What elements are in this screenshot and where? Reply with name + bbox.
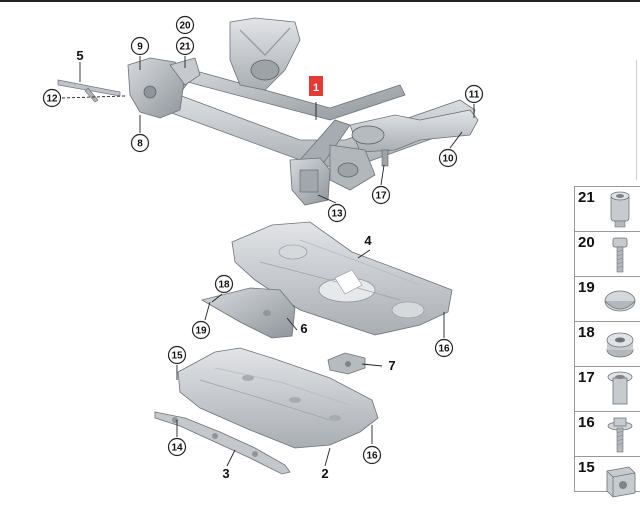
callout-number: 20 xyxy=(179,21,191,32)
part-label-l4[interactable]: 4 xyxy=(364,233,372,248)
callout-circle xyxy=(327,203,347,223)
callout-c15[interactable]: 15 xyxy=(167,345,187,365)
callout-number: 10 xyxy=(442,154,454,165)
parts-legend: 21 20 19 18 17 xyxy=(574,186,640,498)
callout-number: 16 xyxy=(438,344,450,355)
callout-number: 21 xyxy=(179,42,191,53)
part-label-l2[interactable]: 2 xyxy=(321,466,328,481)
callout-c21[interactable]: 21 xyxy=(175,36,195,56)
callout-c18[interactable]: 18 xyxy=(214,274,234,294)
callout-number: 19 xyxy=(195,326,207,337)
legend-number: 16 xyxy=(578,414,595,431)
callout-c17[interactable]: 17 xyxy=(371,185,391,205)
callout-number: 9 xyxy=(137,42,143,53)
callout-c20[interactable]: 20 xyxy=(175,15,195,35)
legend-item[interactable]: 21 xyxy=(575,187,640,232)
sleeve-nut-icon xyxy=(610,191,630,228)
legend-item[interactable]: 16 xyxy=(575,412,640,457)
callout-number: 11 xyxy=(469,90,480,101)
callout-circle xyxy=(130,133,150,153)
legend-item[interactable]: 17 xyxy=(575,367,640,412)
callout-circle xyxy=(167,345,187,365)
callout-c19[interactable]: 19 xyxy=(191,320,211,340)
clip-nut-icon xyxy=(606,466,636,498)
leader-lines xyxy=(61,56,475,467)
legend-number: 15 xyxy=(578,459,595,476)
callout-number: 16 xyxy=(366,451,378,462)
part-3-clip-rail[interactable] xyxy=(154,411,291,475)
callout-number: 13 xyxy=(331,209,343,220)
callout-c14[interactable]: 14 xyxy=(167,437,187,457)
callout-number: 14 xyxy=(171,443,183,454)
callout-circle xyxy=(434,338,454,358)
part-4-shield[interactable] xyxy=(231,221,453,336)
right-border xyxy=(636,60,637,180)
legend-number: 18 xyxy=(578,324,595,341)
callout-circle xyxy=(175,36,195,56)
callout-c9[interactable]: 9 xyxy=(130,36,150,56)
callout-number: 12 xyxy=(46,94,58,105)
callout-c10[interactable]: 10 xyxy=(438,148,458,168)
callout-circle xyxy=(175,15,195,35)
bushing-icon xyxy=(606,332,634,358)
part-5-rod[interactable] xyxy=(57,79,121,103)
callout-number: 15 xyxy=(171,351,183,362)
mushroom-cap-icon xyxy=(604,290,636,312)
legend-number: 17 xyxy=(578,369,595,386)
callout-circle xyxy=(438,148,458,168)
callout-number: 8 xyxy=(137,139,143,150)
part-label-l3[interactable]: 3 xyxy=(222,466,229,481)
callout-c11[interactable]: 11 xyxy=(464,84,484,104)
callout-circle xyxy=(130,36,150,56)
callout-c16a[interactable]: 16 xyxy=(434,338,454,358)
callout-c12[interactable]: 12 xyxy=(42,88,62,108)
callout-circle xyxy=(191,320,211,340)
callout-number: 17 xyxy=(375,191,387,202)
top-border xyxy=(0,0,640,2)
legend-item[interactable]: 18 xyxy=(575,322,640,367)
highlight-label: 1 xyxy=(313,82,319,94)
part-label-l7[interactable]: 7 xyxy=(388,358,395,373)
part-label-l6[interactable]: 6 xyxy=(300,321,307,336)
legend-number: 19 xyxy=(578,279,595,296)
callout-circle xyxy=(362,445,382,465)
plain-labels: 5 4 6 7 3 2 xyxy=(76,48,395,481)
legend-item[interactable]: 20 xyxy=(575,232,640,277)
hex-socket-bolt-icon xyxy=(612,237,628,273)
callout-number: 18 xyxy=(218,280,230,291)
callout-circle xyxy=(464,84,484,104)
legend-number: 20 xyxy=(578,234,595,251)
callout-circle xyxy=(214,274,234,294)
front-axle-subframe[interactable] xyxy=(127,17,479,206)
callout-c13[interactable]: 13 xyxy=(327,203,347,223)
part-7-plate[interactable] xyxy=(327,352,366,375)
callout-c16b[interactable]: 16 xyxy=(362,445,382,465)
legend-item[interactable]: 15 xyxy=(575,457,640,501)
part-2-shield[interactable] xyxy=(177,347,379,449)
highlight-callout-1[interactable]: 1 xyxy=(309,76,323,96)
callout-circle xyxy=(42,88,62,108)
flange-bolt-icon xyxy=(607,417,633,453)
legend-item[interactable]: 19 xyxy=(575,277,640,322)
part-label-l5[interactable]: 5 xyxy=(76,48,83,63)
flanged-sleeve-icon xyxy=(607,371,633,405)
legend-number: 21 xyxy=(578,189,595,206)
part-6-bracket[interactable] xyxy=(200,287,296,339)
callout-circle xyxy=(371,185,391,205)
callout-circle xyxy=(167,437,187,457)
callout-c8[interactable]: 8 xyxy=(130,133,150,153)
